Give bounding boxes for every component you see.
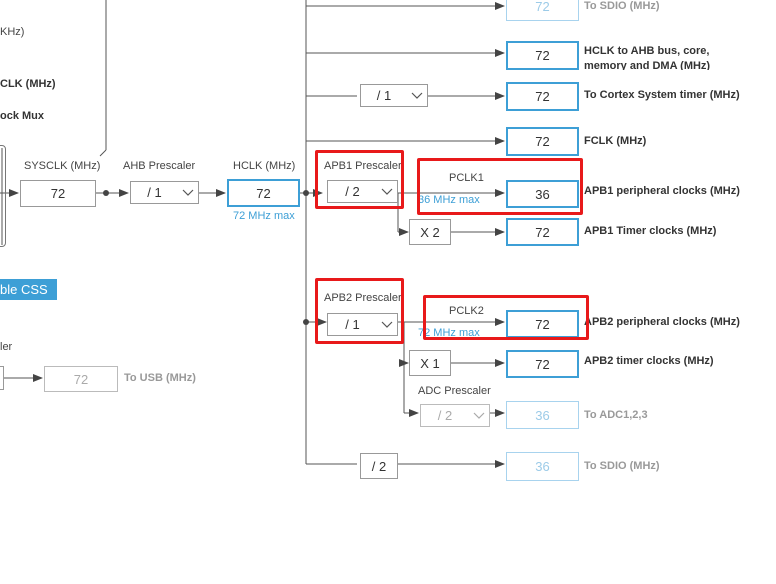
- pclk2-label: PCLK2: [449, 305, 484, 317]
- apb2-prescaler-select[interactable]: / 1: [327, 313, 398, 336]
- adc-value[interactable]: 36: [506, 401, 579, 429]
- hclk-ahb-value[interactable]: 72: [506, 41, 579, 70]
- apb2-timer-label: APB2 timer clocks (MHz): [584, 355, 714, 367]
- enable-css-label: ble CSS: [0, 282, 48, 297]
- fclk-label: FCLK (MHz): [584, 135, 647, 147]
- bottom-sdio-label: To SDIO (MHz): [584, 460, 660, 472]
- chevron-down-icon: [178, 189, 198, 197]
- usb-prescaler-select[interactable]: [0, 366, 4, 390]
- adc-prescaler-select[interactable]: / 2: [420, 404, 490, 427]
- top-sdio-value[interactable]: 72: [506, 0, 579, 21]
- ahb-prescaler-value: / 1: [147, 185, 162, 200]
- apb1-timer-label: APB1 Timer clocks (MHz): [584, 225, 717, 237]
- fclk-value[interactable]: 72: [506, 127, 579, 156]
- pclk1-max-label: 36 MHz max: [418, 194, 480, 206]
- apb2-prescaler-highlight: [315, 278, 404, 344]
- pclk2-max-label: 72 MHz max: [418, 327, 480, 339]
- adc-prescaler-label: ADC Prescaler: [418, 385, 491, 397]
- clock-mux-label: ock Mux: [0, 110, 45, 122]
- hclk-value[interactable]: 72: [227, 179, 300, 207]
- apb2-peripheral-label: APB2 peripheral clocks (MHz): [584, 316, 740, 328]
- apb1-peripheral-label: APB1 peripheral clocks (MHz): [584, 185, 740, 197]
- cortex-timer-label: To Cortex System timer (MHz): [584, 89, 740, 101]
- sysclk-value[interactable]: 72: [20, 180, 96, 207]
- usb-clock-value[interactable]: 72: [44, 366, 118, 392]
- apb1-prescaler-value: / 2: [345, 184, 360, 199]
- hclk-max-label: 72 MHz max: [233, 210, 295, 222]
- pclk1-highlight: [417, 158, 583, 215]
- apb1-prescaler-label: APB1 Prescaler: [324, 160, 402, 172]
- chevron-down-icon: [377, 188, 397, 196]
- hclk-ahb-label: HCLK to AHB bus, core, memory and DMA (M…: [584, 45, 711, 70]
- chevron-down-icon: [377, 321, 397, 329]
- clk-mhz-label: CLK (MHz): [0, 78, 56, 90]
- adc-prescaler-value: / 2: [437, 408, 453, 423]
- usb-prescaler-label: ler: [0, 341, 13, 353]
- cortex-timer-value[interactable]: 72: [506, 82, 579, 111]
- apb2-prescaler-label: APB2 Prescaler: [324, 292, 402, 304]
- apb2-timer-multiplier: X 1: [409, 350, 451, 376]
- apb1-timer-multiplier: X 2: [409, 219, 451, 245]
- ahb-prescaler-select[interactable]: / 1: [130, 181, 199, 204]
- pclk1-label: PCLK1: [449, 172, 484, 184]
- sdio-divider: / 2: [360, 453, 398, 479]
- top-sdio-label: To SDIO (MHz): [584, 0, 660, 12]
- apb1-peripheral-value[interactable]: 36: [506, 180, 579, 208]
- apb2-timer-value[interactable]: 72: [506, 350, 579, 378]
- bottom-sdio-value[interactable]: 36: [506, 452, 579, 481]
- apb1-prescaler-highlight: [315, 150, 404, 209]
- pclk2-highlight: [423, 295, 589, 340]
- cortex-divider-select[interactable]: / 1: [360, 84, 428, 107]
- chevron-down-icon: [469, 412, 489, 420]
- cortex-divider-value: / 1: [376, 88, 392, 103]
- apb2-prescaler-value: / 1: [345, 317, 360, 332]
- chevron-down-icon: [407, 92, 427, 100]
- khz-label: KHz): [0, 26, 25, 38]
- to-adc-label: To ADC1,2,3: [584, 409, 648, 421]
- to-usb-label: To USB (MHz): [124, 372, 196, 384]
- hclk-label: HCLK (MHz): [233, 160, 296, 172]
- sysclk-label: SYSCLK (MHz): [24, 160, 101, 172]
- ahb-prescaler-label: AHB Prescaler: [123, 160, 196, 172]
- clock-mux-shape: [0, 145, 6, 247]
- apb1-prescaler-select[interactable]: / 2: [327, 180, 398, 203]
- enable-css-button[interactable]: ble CSS: [0, 279, 57, 300]
- apb1-timer-value[interactable]: 72: [506, 218, 579, 246]
